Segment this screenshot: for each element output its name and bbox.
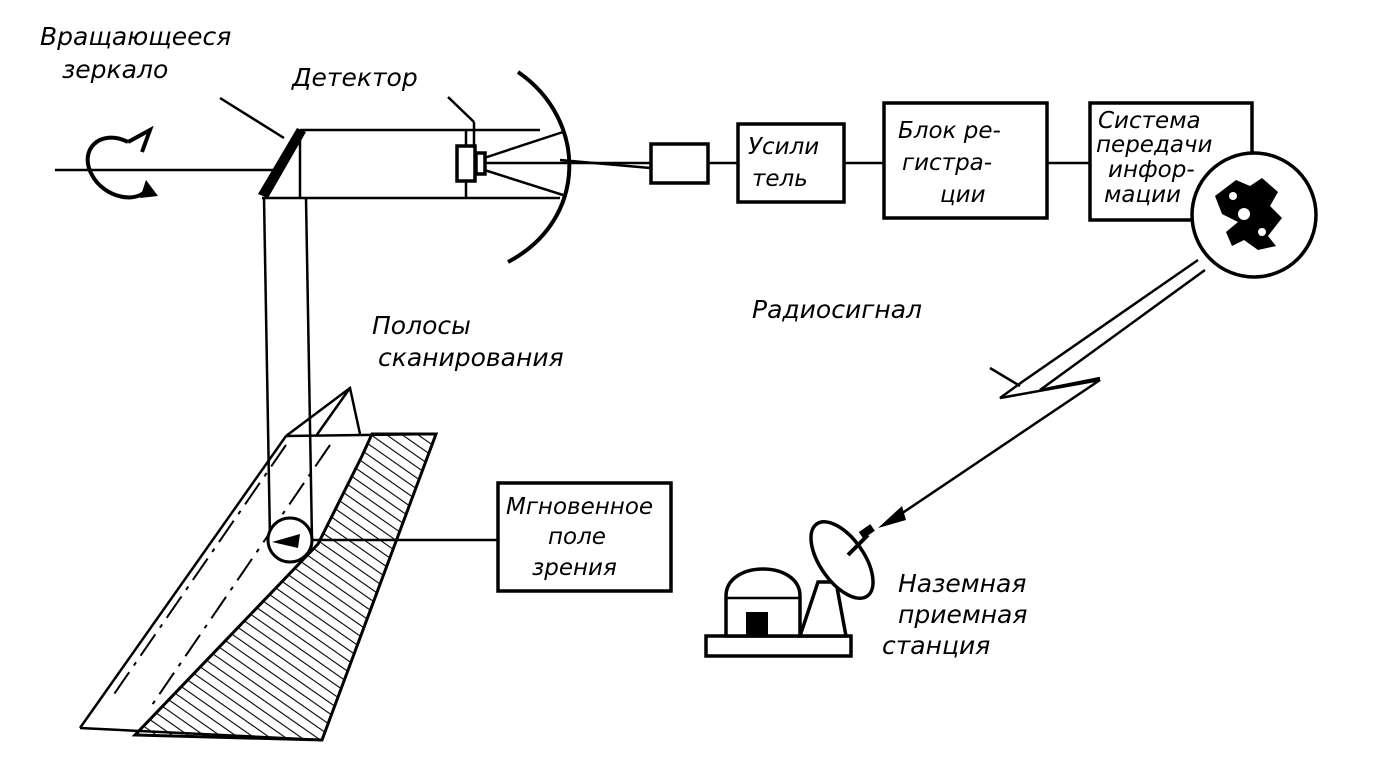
rotation-arrow-icon — [85, 135, 150, 200]
amplifier-label-line1: Усили — [748, 134, 819, 160]
preamp-box — [649, 142, 710, 185]
rotating-mirror — [55, 96, 306, 200]
station-label-line1: Наземная — [898, 569, 1026, 598]
amplifier-label-line2: тель — [752, 166, 808, 192]
satellite-antenna-icon — [1190, 151, 1318, 279]
recorder-label-line1: Блок ре- — [898, 118, 1001, 144]
radio-signal-label: Радиосигнал — [752, 295, 922, 324]
transmission-label-line3: инфор- — [1108, 157, 1195, 183]
mirror-label-line1: Вращающееся — [40, 22, 231, 51]
recorder-label-line3: ции — [940, 182, 986, 208]
ground-swath — [78, 385, 498, 742]
detector-label: Детектор — [291, 63, 418, 92]
station-label-line2: приемная — [898, 600, 1027, 629]
transmission-label-line2: передачи — [1096, 132, 1213, 158]
transmission-label-line1: Система — [1098, 108, 1201, 134]
scanned-strip — [131, 432, 439, 742]
detector — [447, 96, 487, 183]
signal-arrowhead-icon — [878, 506, 906, 528]
recorder-block — [882, 101, 1049, 220]
ifov-block — [496, 481, 673, 593]
scan-strips-label-line1: Полосы — [372, 311, 471, 340]
mirror-plate — [258, 128, 306, 198]
concave-reflector — [507, 70, 572, 264]
mirror-leader-line — [219, 96, 285, 140]
recorder-label-line2: гистра- — [902, 150, 992, 176]
ifov-label-line2: поле — [548, 524, 606, 550]
mirror-label-line2: зеркало — [62, 55, 168, 84]
amplifier-block — [736, 122, 846, 204]
station-label-line3: станция — [882, 631, 990, 660]
ground-station-icon — [704, 520, 875, 658]
rotation-arrowhead-icon — [140, 180, 158, 198]
radio-link — [878, 258, 1206, 528]
ifov-label-line1: Мгновенное — [506, 494, 653, 520]
transmission-label-line4: мации — [1104, 182, 1181, 208]
rotation-arrow-tail-icon — [127, 125, 154, 153]
ifov-label-line3: зрения — [532, 555, 617, 581]
scan-strips-label-line2: сканирования — [378, 343, 564, 372]
